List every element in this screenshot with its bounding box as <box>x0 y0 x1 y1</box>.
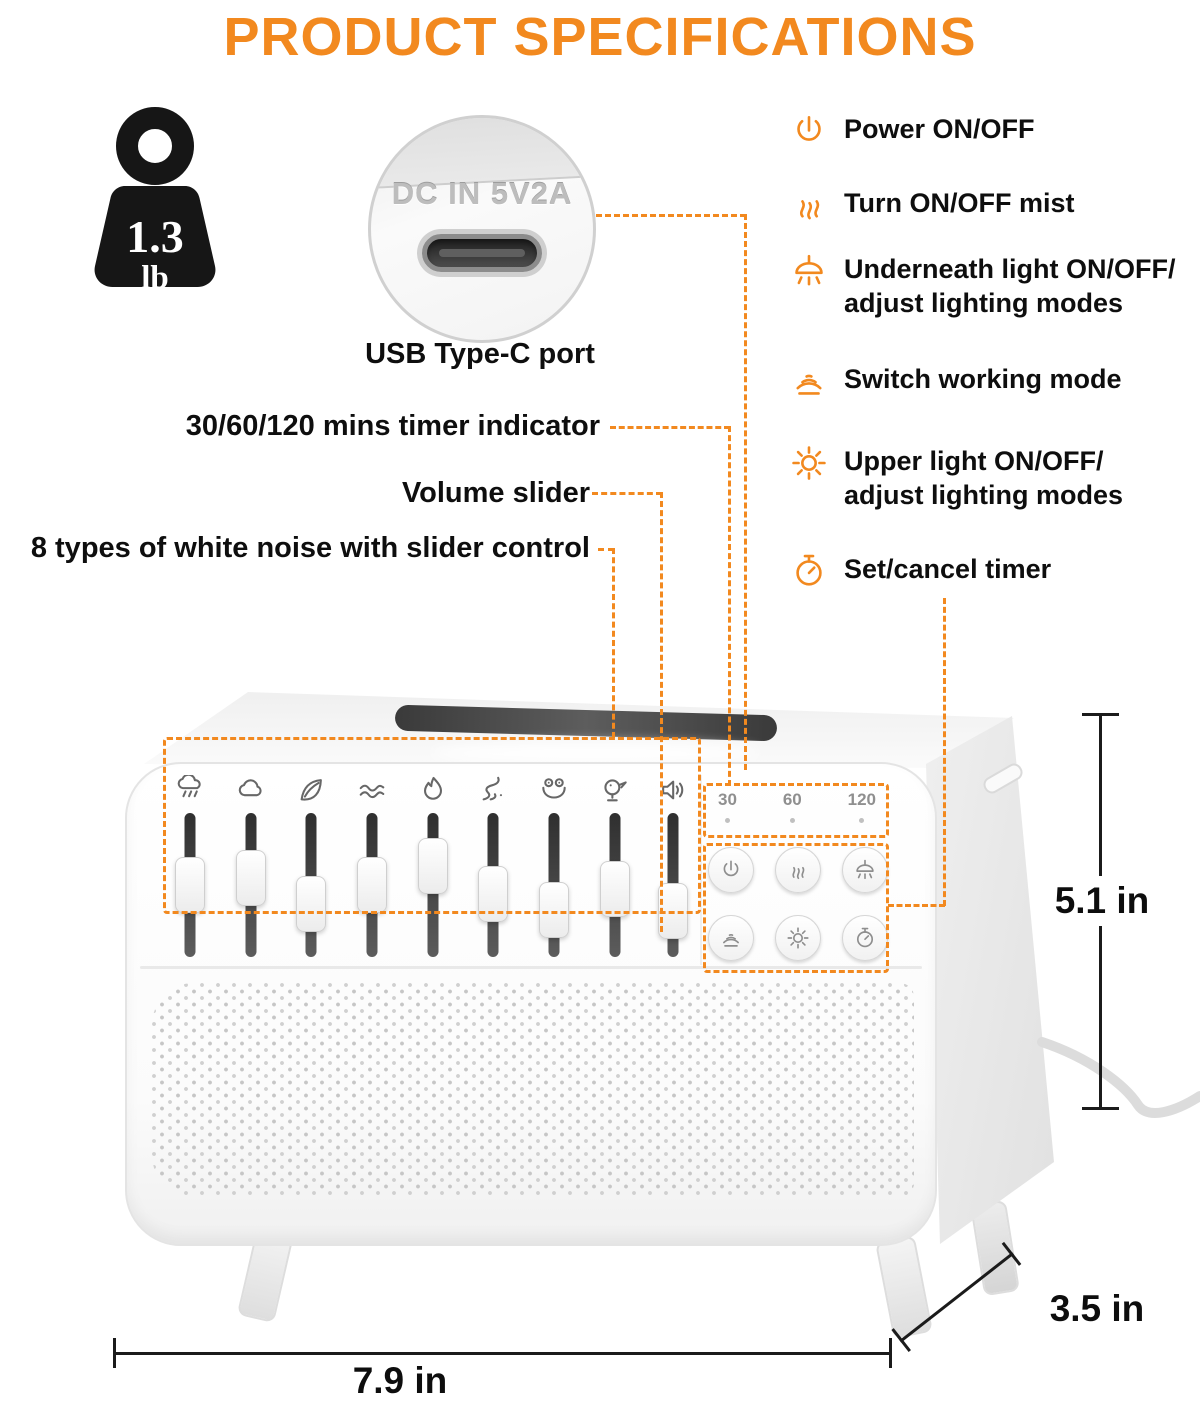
timer-callout-line-v <box>728 426 731 786</box>
upper-light-icon <box>792 446 826 480</box>
power-cable <box>1037 1037 1200 1118</box>
buttons-callout-line-h <box>888 904 945 907</box>
working-mode-icon <box>790 362 828 400</box>
set-timer-icon <box>796 554 822 586</box>
usb-c-port-icon <box>422 234 542 272</box>
speaker-grille <box>152 983 914 1197</box>
set-timer-icon <box>790 552 828 590</box>
feature-item: Underneath light ON/OFF/ adjust lighting… <box>790 252 1190 320</box>
height-dimension-cap-top <box>1082 713 1119 716</box>
device-side-tab <box>980 760 1026 797</box>
weight-handle <box>116 107 194 185</box>
height-dimension-cap-bottom <box>1082 1107 1119 1110</box>
working-mode-icon <box>796 374 822 395</box>
feature-item: Switch working mode <box>790 362 1190 400</box>
height-dimension-label: 5.1 in <box>1038 876 1166 926</box>
upper-light-icon <box>790 444 828 482</box>
depth-dimension-label: 3.5 in <box>1049 1288 1145 1329</box>
power-icon <box>797 116 821 141</box>
volume-slider-callout: Volume slider <box>401 477 590 509</box>
feature-label: Set/cancel timer <box>844 554 1052 584</box>
width-dimension-cap-right <box>889 1338 892 1368</box>
device-side-face <box>926 716 1054 1244</box>
port-engraving: DC IN 5V2A <box>391 176 573 211</box>
timer-callout-line-h <box>610 426 730 429</box>
volume-callout-line-h <box>592 492 662 495</box>
feature-item: Power ON/OFF <box>790 112 1190 150</box>
feature-label: Turn ON/OFF mist <box>844 188 1075 218</box>
underneath-light-icon <box>790 252 828 290</box>
mist-icon <box>790 186 828 224</box>
noise-callout-line-v <box>612 548 615 738</box>
power-icon <box>790 112 828 150</box>
weight-unit: lb <box>141 260 169 296</box>
device-top-slot <box>394 704 778 742</box>
width-dimension-cap-left <box>113 1338 116 1368</box>
width-dimension-line <box>114 1352 892 1355</box>
timer-indicator-callout: 30/60/120 mins timer indicator <box>185 410 600 442</box>
weight-icon: 1.3 lb <box>94 107 216 296</box>
usb-port-caption: USB Type-C port <box>365 338 595 370</box>
device-leg-front-left <box>236 1221 296 1324</box>
noise-sliders-highlight-box <box>163 737 701 914</box>
volume-callout-line-v <box>660 492 663 932</box>
underneath-light-icon <box>795 254 823 286</box>
feature-label: Power ON/OFF <box>844 114 1035 144</box>
buttons-callout-line-v <box>943 598 946 906</box>
feature-item: Upper light ON/OFF/ adjust lighting mode… <box>790 444 1190 512</box>
width-dimension-label: 7.9 in <box>352 1360 448 1401</box>
usb-callout-line-h <box>596 214 746 217</box>
feature-item: Set/cancel timer <box>790 552 1190 590</box>
depth-dimension-line <box>891 1241 1022 1353</box>
noise-callout-line-h <box>598 548 614 551</box>
feature-item: Turn ON/OFF mist <box>790 186 1190 224</box>
timer-indicator-highlight-box <box>703 783 889 838</box>
usb-port-magnifier: DC IN 5V2A <box>368 115 596 343</box>
page-title: PRODUCT SPECIFICATIONS <box>223 7 977 67</box>
weight-value: 1.3 <box>126 211 184 262</box>
feature-label: Underneath light ON/OFF/ adjust lighting… <box>844 254 1176 319</box>
noise-sliders-callout: 8 types of white noise with slider contr… <box>30 532 590 564</box>
buttons-highlight-box <box>703 843 889 973</box>
weight-body <box>94 186 216 287</box>
feature-label: Switch working mode <box>844 364 1122 394</box>
feature-label: Upper light ON/OFF/ adjust lighting mode… <box>844 446 1124 511</box>
usb-callout-line-v <box>744 214 747 770</box>
mist-icon <box>799 200 820 220</box>
